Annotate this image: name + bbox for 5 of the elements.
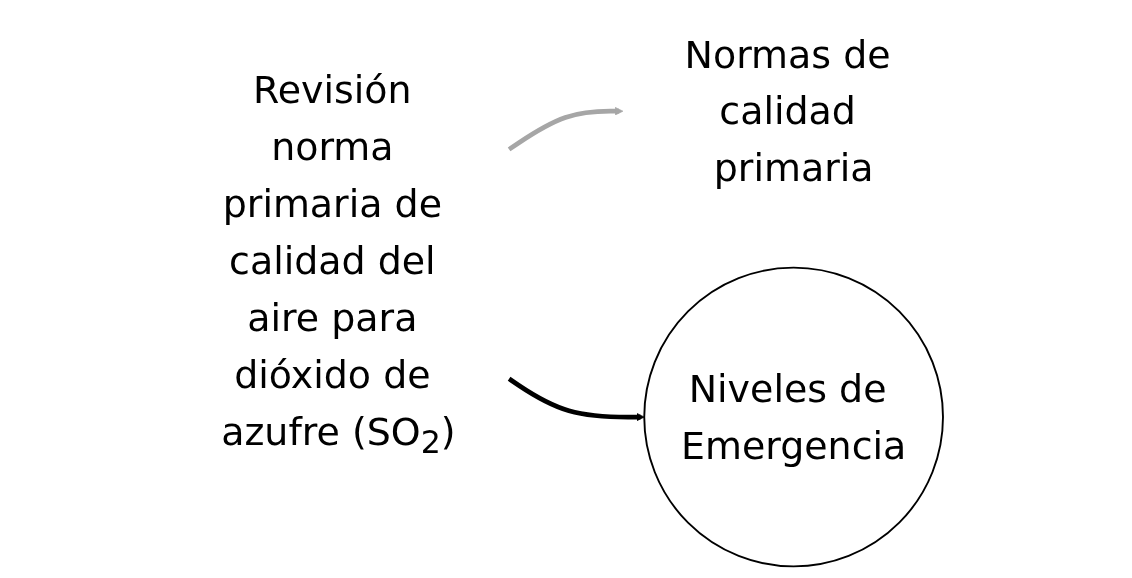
- node-text: Normas de calidad primaria: [684, 32, 891, 190]
- arrow: [507, 107, 624, 152]
- node-text: Revisión norma primaria de calidad del aire para dióxido de azufre (SO$_{2}$): [221, 68, 456, 461]
- node-circle: Niveles de Emergencia: [643, 266, 944, 568]
- arrow: [507, 376, 645, 422]
